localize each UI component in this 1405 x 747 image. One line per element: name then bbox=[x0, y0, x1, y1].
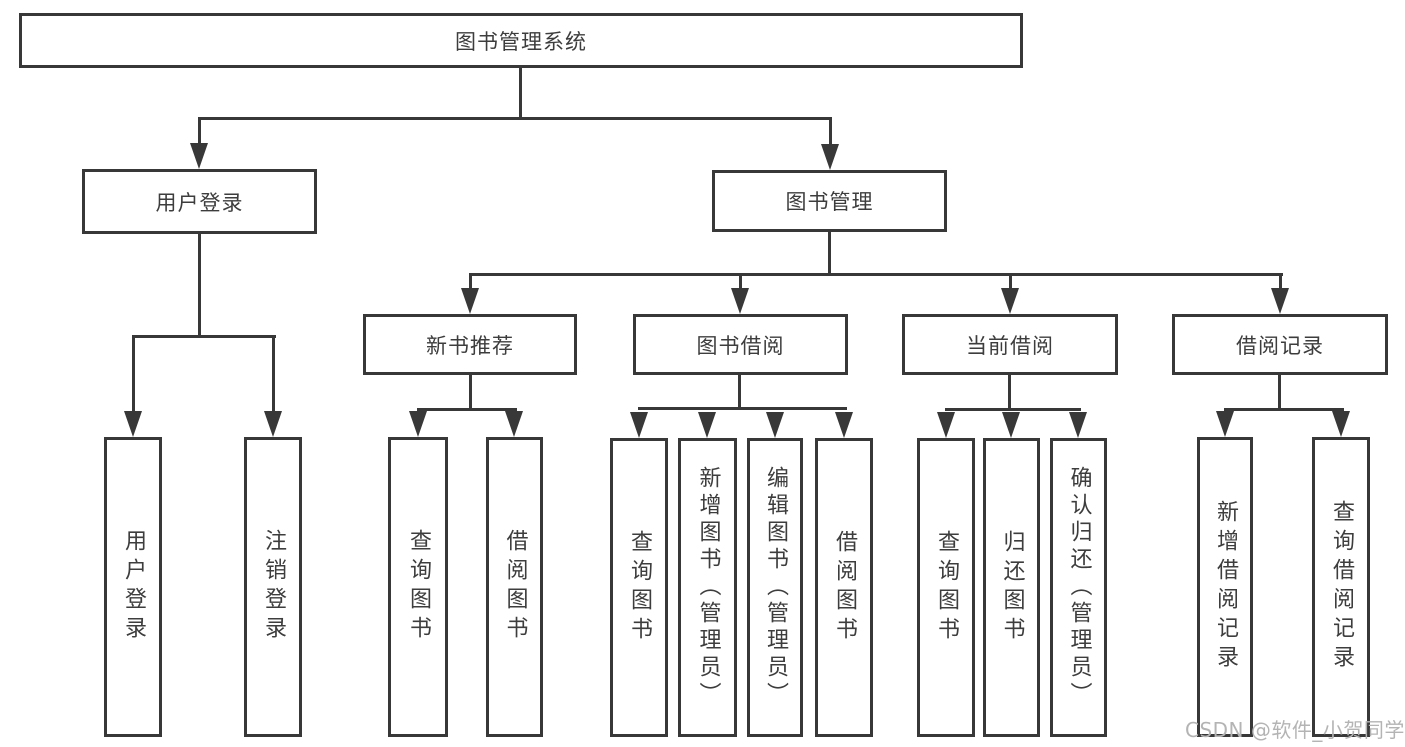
leaf-newrec-query-books: 查询图书 bbox=[388, 437, 448, 737]
connector-records-stem bbox=[1278, 374, 1281, 411]
arrow-down-icon bbox=[264, 411, 282, 437]
connector-arrow-shaft bbox=[272, 336, 275, 413]
leaf-borrow-edit-books-admin: 编辑图书（管理员） bbox=[747, 438, 803, 737]
leaf-user-login: 用户登录 bbox=[104, 437, 162, 737]
connector-newrec-stem bbox=[469, 374, 472, 411]
arrow-down-icon bbox=[1216, 411, 1234, 437]
node-current-borrow: 当前借阅 bbox=[902, 314, 1118, 375]
leaf-current-confirm-return-admin: 确认归还（管理员） bbox=[1050, 438, 1107, 737]
connector-bookborrow-hbar bbox=[638, 407, 847, 410]
arrow-down-icon bbox=[409, 411, 427, 437]
connector-userlogin-hbar bbox=[132, 335, 276, 338]
leaf-logout: 注销登录 bbox=[244, 437, 302, 737]
arrow-down-icon bbox=[461, 288, 479, 314]
arrow-down-icon bbox=[821, 144, 839, 170]
arrow-down-icon bbox=[1271, 288, 1289, 314]
connector-arrow-shaft bbox=[198, 118, 201, 145]
arrow-down-icon bbox=[1069, 412, 1087, 438]
connector-arrow-shaft bbox=[469, 274, 472, 290]
arrow-down-icon bbox=[124, 411, 142, 437]
connector-bookmgmt-stem bbox=[828, 231, 831, 276]
leaf-newrec-borrow-books: 借阅图书 bbox=[486, 437, 543, 737]
arrow-down-icon bbox=[505, 411, 523, 437]
node-book-borrow: 图书借阅 bbox=[633, 314, 848, 375]
leaf-borrow-add-books-admin: 新增图书（管理员） bbox=[678, 438, 737, 737]
leaf-records-add-record: 新增借阅记录 bbox=[1197, 437, 1253, 737]
arrow-down-icon bbox=[766, 412, 784, 438]
connector-arrow-shaft bbox=[829, 118, 832, 146]
connector-curborrow-hbar bbox=[945, 408, 1081, 411]
connector-records-hbar bbox=[1224, 408, 1344, 411]
connector-root-hbar bbox=[198, 117, 832, 120]
leaf-borrow-query-books: 查询图书 bbox=[610, 438, 668, 737]
arrow-down-icon bbox=[835, 412, 853, 438]
node-user-login: 用户登录 bbox=[82, 169, 317, 234]
arrow-down-icon bbox=[731, 288, 749, 314]
connector-arrow-shaft bbox=[132, 336, 135, 413]
connector-arrow-shaft bbox=[739, 274, 742, 290]
leaf-borrow-borrow-books: 借阅图书 bbox=[815, 438, 873, 737]
connector-userlogin-stem bbox=[198, 233, 201, 338]
connector-level3-hbar bbox=[469, 273, 1283, 276]
leaf-records-query-record: 查询借阅记录 bbox=[1312, 437, 1370, 737]
arrow-down-icon bbox=[1332, 411, 1350, 437]
arrow-down-icon bbox=[1001, 288, 1019, 314]
connector-bookborrow-stem bbox=[738, 374, 741, 410]
connector-newrec-hbar bbox=[417, 408, 517, 411]
leaf-current-query-books: 查询图书 bbox=[917, 438, 975, 737]
node-root: 图书管理系统 bbox=[19, 13, 1023, 68]
connector-arrow-shaft bbox=[1279, 274, 1282, 290]
node-new-book-recommend: 新书推荐 bbox=[363, 314, 577, 375]
arrow-down-icon bbox=[937, 412, 955, 438]
leaf-current-return-books: 归还图书 bbox=[983, 438, 1040, 737]
arrow-down-icon bbox=[1002, 412, 1020, 438]
connector-arrow-shaft bbox=[1009, 274, 1012, 290]
arrow-down-icon bbox=[698, 412, 716, 438]
connector-curborrow-stem bbox=[1008, 374, 1011, 411]
csdn-watermark: CSDN @软件_小贺同学 bbox=[1185, 718, 1405, 742]
arrow-down-icon bbox=[190, 143, 208, 169]
connector-root-stem bbox=[519, 68, 522, 120]
node-borrow-records: 借阅记录 bbox=[1172, 314, 1388, 375]
node-book-management: 图书管理 bbox=[712, 170, 947, 232]
arrow-down-icon bbox=[630, 412, 648, 438]
